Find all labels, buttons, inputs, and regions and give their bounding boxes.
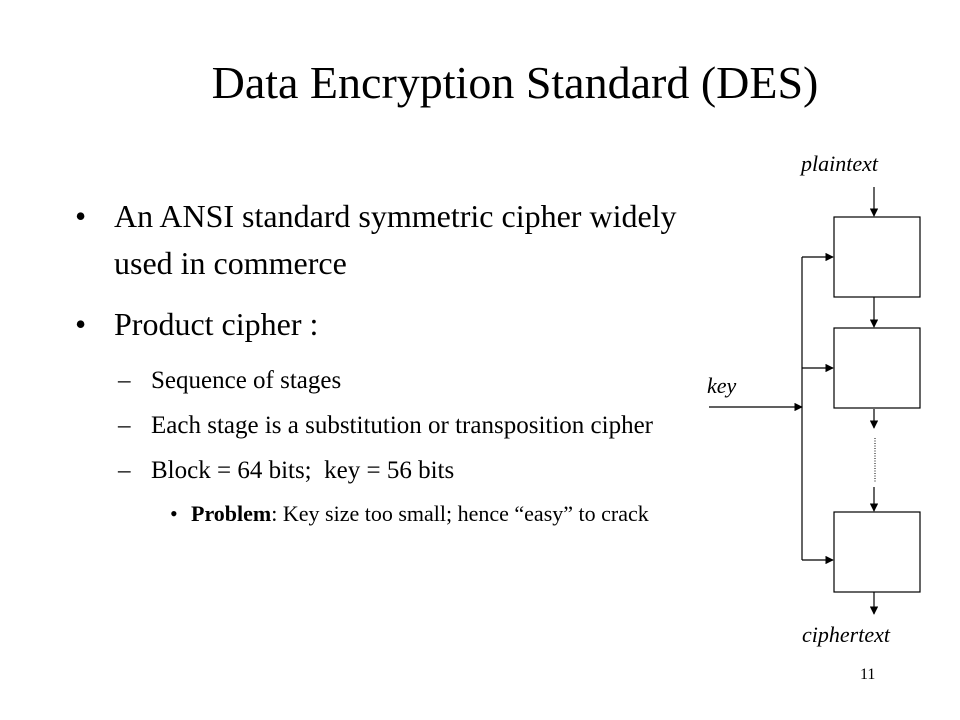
dash-icon: – (118, 412, 131, 439)
bullet-item: • An ANSI standard symmetric cipher wide… (75, 193, 685, 287)
sub-bullet-item: – Block = 64 bits; key = 56 bits (75, 452, 685, 489)
problem-label: Problem (191, 501, 272, 526)
sub-sub-bullet-item: • Problem: Key size too small; hence “ea… (75, 497, 685, 530)
sub-bullet-item: – Sequence of stages (75, 362, 685, 399)
bullet-item: • Product cipher : (75, 301, 685, 348)
sub-bullet-text: Each stage is a substitution or transpos… (151, 412, 653, 439)
sub-bullet-item: – Each stage is a substitution or transp… (75, 407, 685, 444)
bullet-dot-icon: • (75, 198, 87, 234)
bullet-dot-icon: • (75, 306, 87, 342)
plaintext-label: plaintext (801, 151, 878, 176)
dash-icon: – (118, 457, 131, 484)
key-label: key (707, 373, 737, 398)
bullet-text: An ANSI standard symmetric cipher widely… (114, 198, 677, 281)
stage-box (833, 216, 921, 298)
bullet-text: Product cipher : (114, 306, 319, 342)
dash-icon: – (118, 367, 131, 394)
problem-text: : Key size too small; hence “easy” to cr… (271, 501, 649, 526)
sub-bullet-text: Block = 64 bits; key = 56 bits (151, 457, 455, 484)
stage-box (833, 511, 921, 593)
slide-title: Data Encryption Standard (DES) (211, 57, 819, 108)
sub-bullet-text: Sequence of stages (151, 367, 342, 394)
bullet-dot-icon: • (170, 501, 178, 526)
page-number: 11 (860, 666, 876, 683)
ciphertext-label: ciphertext (802, 622, 890, 647)
stage-box (833, 327, 921, 409)
bullet-list: • An ANSI standard symmetric cipher wide… (75, 193, 685, 530)
